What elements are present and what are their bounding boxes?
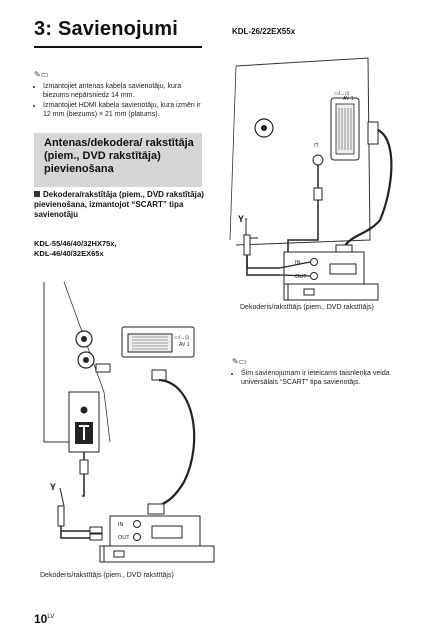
subsection-title: Dekodera/rakstītāja (piem., DVD rakstītā… — [34, 190, 204, 219]
chapter-title: 3: Savienojumi — [34, 18, 178, 40]
note-item: Šim savienojumam ir ieteicams taisnleņķa… — [241, 369, 412, 387]
tv-panel-outline — [235, 57, 371, 246]
model-heading-left: KDL-55/46/40/32HX75x, KDL-46/40/32EX65x — [34, 239, 117, 258]
scart-plug-tv — [367, 121, 379, 145]
section-title: Antenas/dekodera/ rakstītāja (piem., DVD… — [44, 137, 194, 175]
bullet-square-icon — [34, 191, 40, 197]
antenna-icon: 𝚼 — [50, 482, 56, 492]
note-pencil-icon: ✎▭ — [232, 357, 247, 366]
svg-text:▭/↔⊡: ▭/↔⊡ — [174, 335, 189, 341]
caption-left: Dekoderis/rakstītājs (piem., DVD rakstīt… — [40, 572, 174, 579]
svg-text:▭/↔⊡: ▭/↔⊡ — [334, 91, 349, 97]
connection-diagram-right: ▭/↔⊡ AV 1 ⊓ 𝚼 IN OUT — [229, 57, 393, 301]
chapter-rule — [34, 46, 202, 48]
svg-text:AV 1: AV 1 — [343, 96, 354, 102]
page-number: 10LV — [34, 612, 55, 626]
notes-right: Šim savienojumam ir ieteicams taisnleņķa… — [232, 369, 412, 388]
recorder-device — [283, 283, 379, 301]
svg-text:IN: IN — [118, 522, 124, 528]
section-heading-box — [34, 133, 202, 187]
scart-plug-device — [147, 503, 165, 515]
note-item: Izmantojiet HDMI kabeļa savienotāju, kur… — [43, 101, 204, 119]
svg-text:IN: IN — [295, 260, 301, 266]
svg-text:OUT: OUT — [295, 274, 307, 280]
connection-diagram-left: ▭/↔⊡ AV 1 𝚼 IN OUT — [43, 281, 215, 563]
svg-text:⊓: ⊓ — [314, 143, 319, 149]
antenna-plug — [312, 154, 324, 166]
note-pencil-icon: ✎▭ — [34, 70, 49, 79]
svg-text:AV 1: AV 1 — [179, 342, 190, 348]
recorder-device — [99, 545, 215, 563]
notes-left: Izmantojiet antenas kabeļa savienotāju, … — [34, 82, 204, 120]
note-item: Izmantojiet antenas kabeļa savienotāju, … — [43, 82, 204, 100]
svg-text:OUT: OUT — [118, 535, 130, 541]
scart-plug-tv — [151, 369, 167, 381]
model-heading-top: KDL-26/22EX55x — [232, 27, 296, 36]
caption-right: Dekoderis/rakstītājs (piem., DVD rakstīt… — [240, 304, 374, 311]
antenna-icon: 𝚼 — [238, 214, 244, 224]
